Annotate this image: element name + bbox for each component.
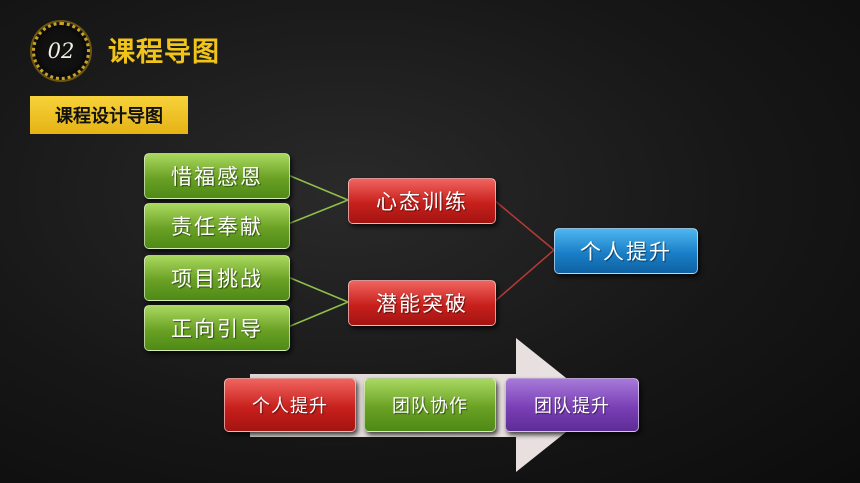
connector-leaf4-middle2 (287, 301, 349, 328)
section-subtitle-banner: 课程设计导图 (30, 96, 188, 134)
connector-leaf2-middle1 (287, 199, 349, 225)
root-node: 个人提升 (554, 228, 698, 274)
leaf-node-2: 责任奉献 (144, 203, 290, 249)
section-number-badge: 02 (32, 22, 90, 80)
connector-leaf1-middle1 (287, 174, 349, 201)
leaf-node-1: 惜福感恩 (144, 153, 290, 199)
connector-leaf3-middle2 (287, 276, 349, 303)
progression-step-2: 团队协作 (364, 378, 496, 432)
leaf-node-3: 项目挑战 (144, 255, 290, 301)
middle-node-1: 心态训练 (348, 178, 496, 224)
connector-middle1-root (493, 199, 555, 251)
progression-step-1: 个人提升 (224, 378, 356, 432)
page-title: 课程导图 (108, 37, 220, 68)
connector-middle2-root (493, 249, 555, 303)
leaf-node-4: 正向引导 (144, 305, 290, 351)
middle-node-2: 潜能突破 (348, 280, 496, 326)
section-number: 02 (47, 39, 75, 63)
progression-step-3: 团队提升 (505, 378, 639, 432)
